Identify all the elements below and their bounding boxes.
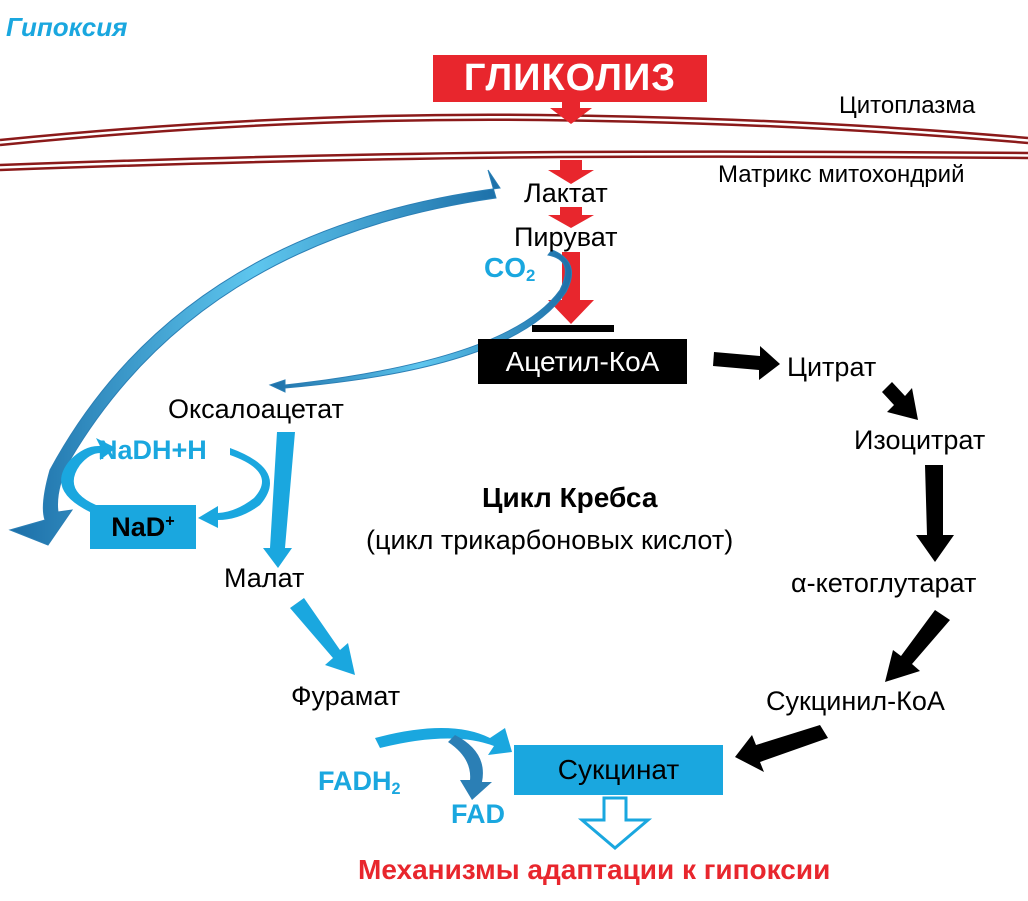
malate-label: Малат [224,563,305,593]
isocitrate-to-ketoglutarate-arrow [916,465,954,562]
isocitrate-label: Изоцитрат [854,425,986,455]
cytoplasm-label: Цитоплазма [839,92,976,119]
matrix-membrane-outer [0,150,1028,167]
matrix-membrane-inner [0,155,1028,172]
inhibition-bar [532,325,614,332]
adaptation-label: Механизмы адаптации к гипоксии [358,854,831,885]
fumarate-label: Фурамат [291,681,401,711]
acetylcoa-to-citrate-arrow [713,346,780,380]
oxaloacetate-label: Оксалоацетат [168,394,344,424]
nad-regeneration-arrow [198,448,270,528]
cytoplasm-membrane-inner [0,118,1028,147]
ketoglutarate-to-succinylcoa-arrow [885,610,950,682]
cytoplasm-membrane-outer [0,113,1028,142]
malate-to-fumarate-arrow [290,598,355,675]
malate-to-oxaloacetate-arrow [263,432,295,568]
oxaloacetate-return-arrow [8,169,501,546]
succinate-box: Сукцинат [514,745,723,795]
acetyl-coa-label: Ацетил-КоА [505,345,660,377]
citrate-label: Цитрат [787,352,877,382]
fadh2-to-succinate-arrow [375,728,512,755]
nadh-loop-arrow [61,438,116,512]
fad-label: FAD [451,799,505,829]
krebs-cycle-subtitle: (цикл трикарбоновых кислот) [366,525,734,555]
glycolysis-label: ГЛИКОЛИЗ [463,57,677,99]
acetyl-coa-box: Ацетил-КоА [478,339,687,384]
succinate-label: Сукцинат [557,754,680,785]
nad-box: NaD+ [90,505,196,549]
pyruvate-to-acetylcoa-arrow [548,252,594,324]
succinylcoa-to-succinate-arrow [735,725,828,772]
succinyl-coa-label: Сукцинил-КоА [766,686,945,716]
glycolysis-to-lactate-arrow [548,160,594,184]
glycolysis-box: ГЛИКОЛИЗ [433,55,707,102]
matrix-label: Матрикс митохондрий [718,161,965,188]
nadh-label: NaDH+H [98,435,207,465]
adaptation-arrow [577,796,653,850]
fad-conversion-arrow [448,735,492,800]
glycolysis-arrow [550,100,592,124]
lactate-to-pyruvate-arrow [548,207,594,228]
krebs-cycle-title: Цикл Кребса [482,482,658,513]
co2-curve-arrow [268,249,573,393]
fadh2-label: FADH2 [318,766,401,799]
hypoxia-label: Гипоксия [6,12,128,42]
lactate-label: Лактат [524,178,608,208]
citrate-to-isocitrate-arrow [882,382,918,420]
co2-label: CO2 [484,252,536,286]
alpha-ketoglutarate-label: α-кетоглутарат [791,568,977,598]
nad-label: NaD+ [111,511,175,542]
pyruvate-label: Пируват [514,222,618,252]
